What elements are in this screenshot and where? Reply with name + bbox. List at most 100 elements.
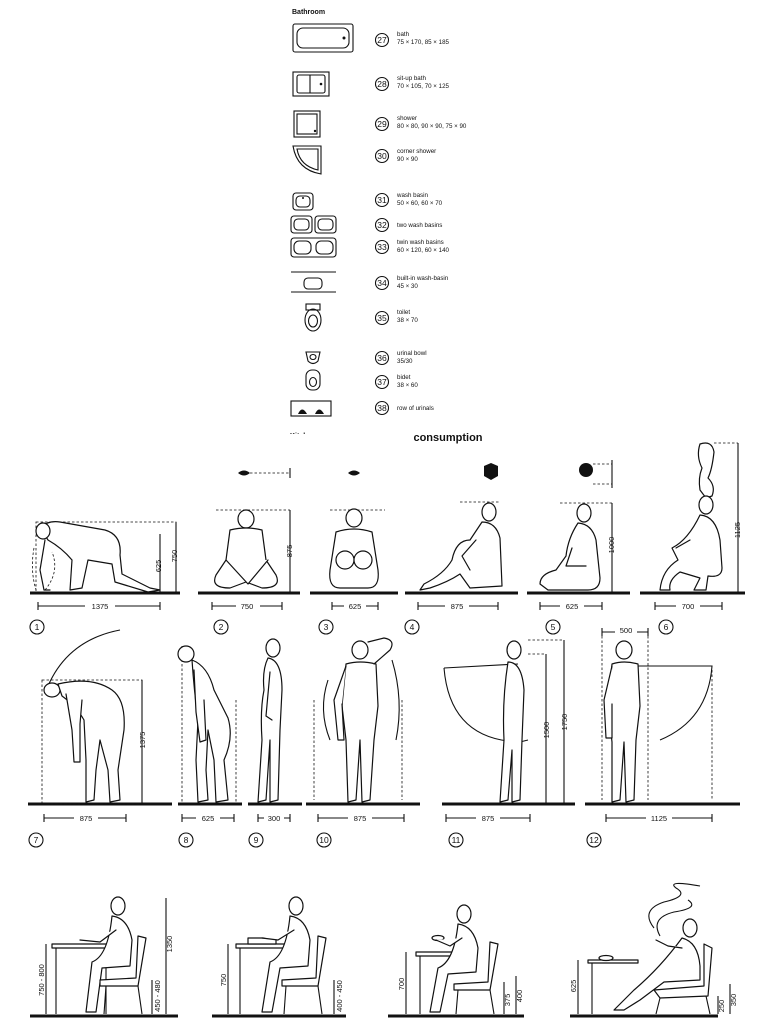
legend-item-shower: 29 shower 80 × 80, 90 × 90, 75 × 90 (374, 115, 467, 132)
item-size: 38 × 70 (397, 317, 418, 324)
figure-number: 3 (324, 622, 329, 632)
bidet-symbol (305, 369, 321, 391)
legend-item-sit-up-bath: 28 sit-up bath 70 × 105, 70 × 125 (374, 75, 450, 92)
height-label: 625 (154, 560, 163, 573)
item-name: row of urinals (397, 405, 434, 412)
item-size: 35/30 (397, 358, 413, 365)
item-number: 35 (377, 313, 387, 323)
figure-6-crouching: 1125 700 6 (654, 442, 742, 635)
kitchen-heading: Kitchen (290, 433, 316, 440)
item-name: bidet (397, 374, 411, 381)
width-label: 750 (241, 602, 254, 611)
seat-height-label: 450 - 480 (153, 980, 162, 1012)
seat-height-label: 250 (717, 1000, 726, 1013)
figure-3-hugging-knees: 625 3 (318, 470, 385, 635)
item-size: 80 × 80, 90 × 90, 75 × 90 (397, 123, 467, 130)
two-wash-basins-symbol (290, 215, 337, 234)
bathroom-section: Bathroom (290, 9, 467, 440)
item-number: 31 (377, 195, 387, 205)
legend-item-bath: 27 bath 75 × 170, 85 × 185 (374, 31, 450, 48)
figure-number: 11 (452, 835, 461, 845)
seat-back-label: 400 (515, 990, 524, 1003)
figure-11-arm-sweep: 1750 1500 875 11 (443, 639, 569, 848)
item-number: 27 (377, 35, 387, 45)
item-number: 37 (377, 377, 387, 387)
width-label: 875 (80, 814, 93, 823)
height-label: 750 (170, 550, 179, 563)
legend-item-bidet: 37 bidet 38 × 60 (374, 374, 418, 390)
seated-figure-dining: 700 375 400 (397, 904, 524, 1015)
bathroom-legend-list: 27 bath 75 × 170, 85 × 185 28 sit-up bat… (374, 31, 467, 416)
width-label: 625 (349, 602, 362, 611)
item-number: 32 (377, 220, 387, 230)
width-label: 875 (482, 814, 495, 823)
seat-height-label: 400 - 450 (335, 980, 344, 1012)
item-name: wash basin (396, 192, 429, 199)
item-number: 30 (377, 151, 387, 161)
kitchen-heading-clip: Kitchen (290, 433, 316, 440)
width-label: 625 (566, 602, 579, 611)
figure-9-standing-profile: 300 9 (248, 638, 291, 848)
width-label: 875 (354, 814, 367, 823)
figure-number: 12 (589, 835, 599, 845)
item-name: twin wash basins (397, 239, 444, 246)
figure-5-kneeling: 1000 625 5 (539, 460, 616, 635)
height-label: 1500 (542, 722, 551, 739)
bath-symbol (292, 23, 354, 53)
item-number: 38 (377, 403, 387, 413)
figure-4-floor-sitting: 875 4 (404, 463, 503, 635)
item-size: 70 × 105, 70 × 125 (397, 83, 450, 90)
item-size: 45 × 30 (397, 283, 418, 290)
item-name: sit-up bath (397, 75, 426, 82)
row-2-postures: 1375 875 7 625 8 (28, 626, 740, 848)
item-number: 28 (377, 79, 387, 89)
seated-figure-lounging: 625 250 350 (569, 882, 738, 1015)
table-height-label: 750 - 800 (37, 964, 46, 996)
item-name: bath (397, 31, 410, 38)
item-number: 34 (377, 278, 387, 288)
legend-item-corner-shower: 30 corner shower 90 × 90 (374, 148, 436, 164)
figure-number: 5 (551, 622, 556, 632)
item-name: two wash basins (397, 222, 442, 229)
figure-1-kneeling-crawl: 750 625 1375 1 (29, 521, 179, 635)
toilet-symbol (304, 303, 322, 332)
item-size: 90 × 90 (397, 156, 418, 163)
width-label: 300 (268, 814, 281, 823)
row-1-postures: 750 625 1375 1 875 750 (29, 442, 745, 635)
figure-2-cross-legged: 875 750 2 (211, 468, 294, 635)
seat-height-label: 375 (503, 994, 512, 1007)
item-size: 50 × 60, 60 × 70 (397, 200, 443, 207)
sit-up-bath-symbol (292, 71, 330, 97)
item-name: urinal bowl (397, 350, 427, 357)
item-name: toilet (397, 309, 410, 316)
bathroom-heading: Bathroom (292, 9, 325, 16)
figure-number: 6 (664, 622, 669, 632)
width-label: 875 (451, 602, 464, 611)
legend-item-wash-basin: 31 wash basin 50 × 60, 60 × 70 (374, 192, 443, 208)
item-name: shower (397, 115, 417, 122)
built-in-wash-basin-symbol (291, 271, 336, 293)
height-label: 875 (285, 545, 294, 558)
height-label: 1750 (560, 714, 569, 731)
consumption-heading: consumption (413, 432, 482, 444)
figure-number: 10 (319, 835, 329, 845)
figure-12-side-reach: 500 1125 12 (586, 626, 713, 848)
legend-item-row-of-urinals: 38 row of urinals (374, 400, 434, 416)
table-height-label: 700 (397, 978, 406, 991)
item-number: 36 (377, 353, 387, 363)
table-height-label: 750 (219, 974, 228, 987)
legend-item-two-wash-basins: 32 two wash basins (374, 217, 442, 233)
figure-number: 7 (34, 835, 39, 845)
height-label: 1125 (733, 522, 742, 538)
height-label: 1375 (138, 732, 147, 749)
figure-10-arm-raised: 875 10 (313, 637, 405, 848)
legend-item-built-in-wash-basin: 34 built-in wash-basin 45 × 30 (374, 275, 449, 291)
row-of-urinals-symbol (290, 400, 332, 417)
twin-wash-basins-symbol (290, 237, 337, 258)
figure-number: 1 (35, 622, 40, 632)
top-width-label: 500 (620, 626, 633, 635)
seated-figure-writing: 750 - 800 450 - 480 1350 (37, 896, 174, 1015)
wash-basin-symbol (292, 192, 314, 211)
figure-number: 4 (410, 622, 415, 632)
